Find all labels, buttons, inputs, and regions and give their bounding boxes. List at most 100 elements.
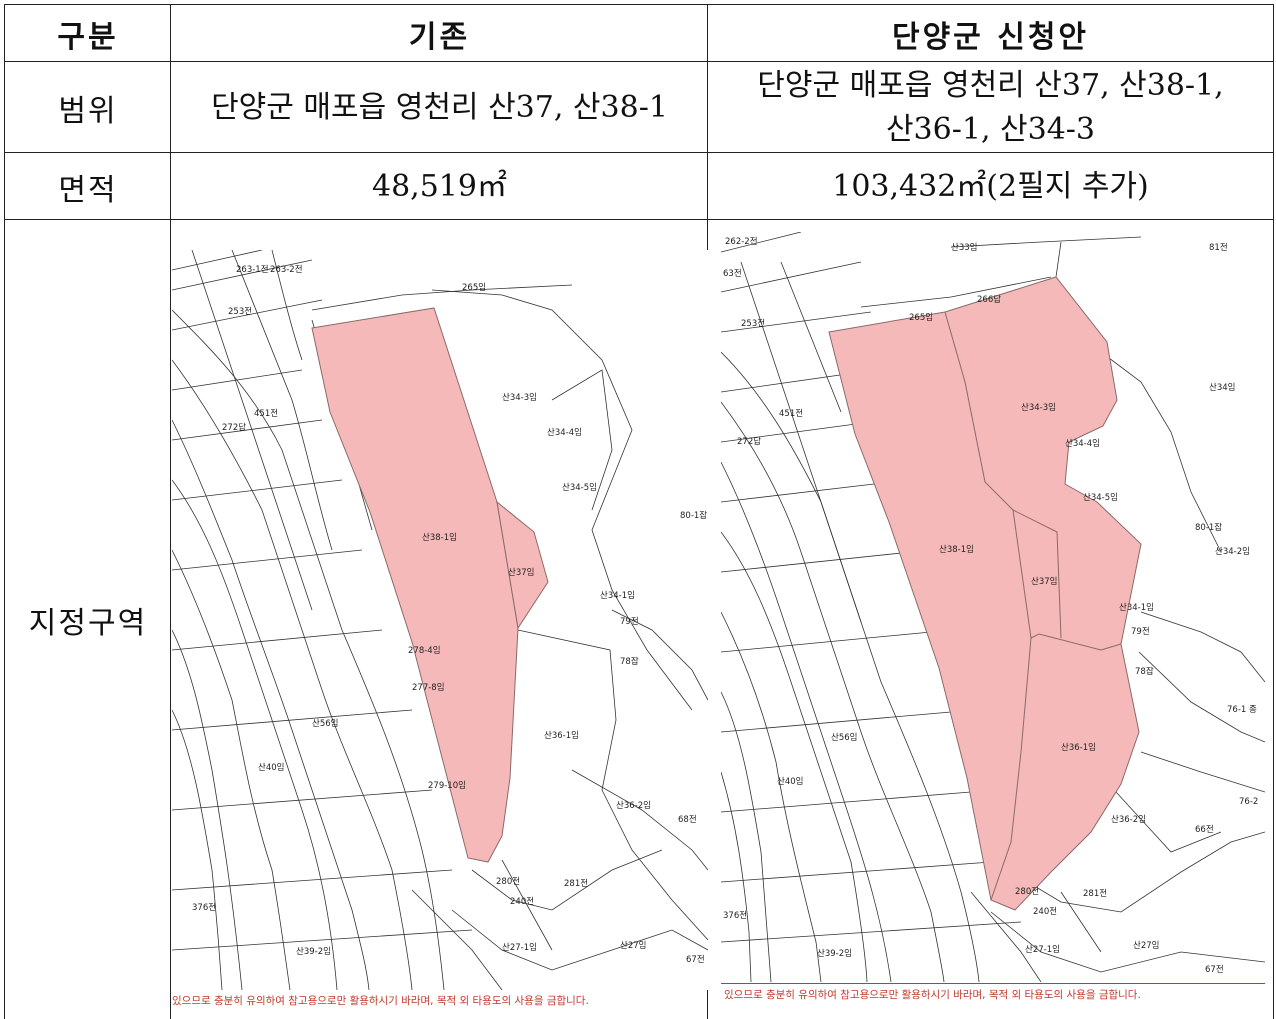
parcel-label: 281전 [1083, 888, 1107, 899]
parcel-label: 산34임 [1209, 382, 1235, 393]
parcel-label: 산33임 [951, 242, 977, 253]
header-existing: 기존 [408, 19, 471, 55]
area-row-border [4, 219, 1274, 220]
parcel-label: 산34-1임 [1119, 602, 1154, 613]
parcel-label: 79전 [620, 616, 639, 627]
parcel-label: 78잡 [1135, 666, 1154, 677]
parcel-label: 67전 [1205, 964, 1224, 975]
zone-proposed-union [828, 276, 1142, 911]
header-category: 구분 [57, 19, 119, 55]
parcel-label: 80-1잡 [680, 510, 707, 521]
parcel-label: 81전 [1209, 242, 1228, 253]
row-label-range: 범위 [58, 93, 118, 129]
parcel-label: 376전 [723, 910, 747, 921]
parcel-label: 산38-1임 [939, 544, 974, 555]
parcel-label: 240전 [1033, 906, 1057, 917]
parcel-label: 68전 [678, 814, 697, 825]
parcel-label: 280전 [496, 876, 520, 887]
parcel-label: 산37임 [508, 567, 534, 578]
zone-existing-main [311, 307, 519, 863]
parcel-label: 산27임 [1133, 940, 1159, 951]
map-existing-warning: 있으므로 충분히 유의하여 참고용으로만 활용하시기 바라며, 목적 외 타용도… [172, 995, 589, 1007]
parcel-label: 80-1잡 [1195, 522, 1222, 533]
parcel-label: 279-10임 [428, 780, 466, 791]
parcel-label: 262-2전 [725, 236, 758, 247]
parcel-label: 산36-1임 [1061, 742, 1096, 753]
parcel-label: 253전 [741, 318, 765, 329]
parcel-label: 산56임 [831, 732, 857, 743]
parcel-label: 272답 [222, 422, 246, 433]
parcel-label: 산27임 [620, 940, 646, 951]
parcel-label: 76-1 종 [1227, 705, 1257, 715]
row-label-area: 면적 [58, 172, 118, 208]
parcel-label: 산36-2임 [1111, 814, 1146, 825]
parcel-label: 78잡 [620, 656, 639, 667]
area-existing: 48,519㎡ [372, 168, 507, 204]
parcel-label: 산37임 [1031, 576, 1057, 587]
range-proposed-line1: 단양군 매포읍 영천리 산37, 산38-1, [757, 67, 1224, 103]
parcel-label: 산56임 [312, 718, 338, 729]
parcel-label: 265임 [909, 312, 933, 323]
parcel-label: 263-2전 [270, 264, 303, 275]
parcel-label: 산40임 [777, 776, 803, 787]
table-right-border [1273, 4, 1274, 1019]
parcel-label: 67전 [686, 954, 705, 965]
parcel-label: 265임 [462, 282, 486, 293]
parcel-label: 산34-3임 [502, 392, 537, 403]
map-existing-svg: 산38-1임 산37임 산34-3임 산34-4임 산34-5임 산34-1임 … [172, 250, 708, 990]
map-existing: 산38-1임 산37임 산34-3임 산34-4임 산34-5임 산34-1임 … [172, 250, 708, 990]
table-left-border [4, 4, 5, 1019]
range-proposed: 단양군 매포읍 영천리 산37, 산38-1, 산36-1, 산34-3 [708, 62, 1273, 153]
range-existing: 단양군 매포읍 영천리 산37, 산38-1 [211, 89, 668, 125]
range-row-border [4, 152, 1274, 153]
parcel-label: 산34-5임 [562, 482, 597, 493]
parcel-label: 278-4임 [408, 645, 441, 656]
parcel-label: 76-2 [1239, 797, 1258, 807]
parcel-label: 산27-1임 [502, 942, 537, 953]
parcel-label: 281전 [564, 878, 588, 889]
header-row-border [4, 61, 1274, 62]
area-proposed: 103,432㎡(2필지 추가) [832, 168, 1149, 204]
parcel-label: 산36-1임 [544, 730, 579, 741]
parcel-label: 산27-1임 [1025, 944, 1060, 955]
range-proposed-line2: 산36-1, 산34-3 [885, 111, 1096, 147]
parcel-label: 산39-2임 [296, 946, 331, 957]
parcel-label: 277-8임 [412, 682, 445, 693]
map-proposed-rule [721, 983, 1265, 984]
map-proposed-svg: 산33임 81전 262-2전 63전 265임 266답 253전 산34-3… [721, 232, 1265, 982]
zone-proposed-dividers [944, 311, 1122, 901]
parcel-label: 240전 [510, 896, 534, 907]
parcel-label: 산34-1임 [600, 590, 635, 601]
parcel-label: 272답 [737, 436, 761, 447]
parcel-label: 산34-5임 [1083, 492, 1118, 503]
map-proposed-warning: 있으므로 충분히 유의하여 참고용으로만 활용하시기 바라며, 목적 외 타용도… [724, 989, 1141, 1001]
parcel-label: 376전 [192, 902, 216, 913]
parcel-label: 63전 [723, 268, 742, 279]
cadastral-lines [721, 232, 1265, 982]
parcel-label: 산38-1임 [422, 532, 457, 543]
map-proposed: 산33임 81전 262-2전 63전 265임 266답 253전 산34-3… [721, 232, 1265, 982]
parcel-label: 산39-2임 [817, 948, 852, 959]
parcel-label: 66전 [1195, 824, 1214, 835]
table-top-border [4, 4, 1274, 5]
parcel-label: 산34-3임 [1021, 402, 1056, 413]
parcel-labels-existing: 산38-1임 산37임 산34-3임 산34-4임 산34-5임 산34-1임 … [192, 264, 707, 965]
parcel-labels-proposed: 산33임 81전 262-2전 63전 265임 266답 253전 산34-3… [723, 236, 1258, 975]
parcel-label: 280전 [1015, 886, 1039, 897]
parcel-label: 266답 [977, 294, 1001, 305]
column-divider-1 [170, 4, 171, 1019]
parcel-label: 263-1전 [236, 264, 269, 275]
parcel-label: 79전 [1131, 626, 1150, 637]
header-proposed: 단양군 신청안 [891, 19, 1090, 55]
parcel-label: 산34-2임 [1215, 546, 1250, 557]
parcel-label: 451전 [779, 408, 803, 419]
parcel-label: 253전 [228, 306, 252, 317]
parcel-label: 산34-4임 [547, 427, 582, 438]
parcel-label: 산40임 [258, 762, 284, 773]
parcel-label: 451전 [254, 408, 278, 419]
cadastral-lines [172, 250, 708, 990]
parcel-label: 산36-2임 [616, 800, 651, 811]
zone-existing-san37 [496, 500, 549, 630]
parcel-label: 산34-4임 [1065, 438, 1100, 449]
row-label-zone: 지정구역 [28, 605, 148, 641]
